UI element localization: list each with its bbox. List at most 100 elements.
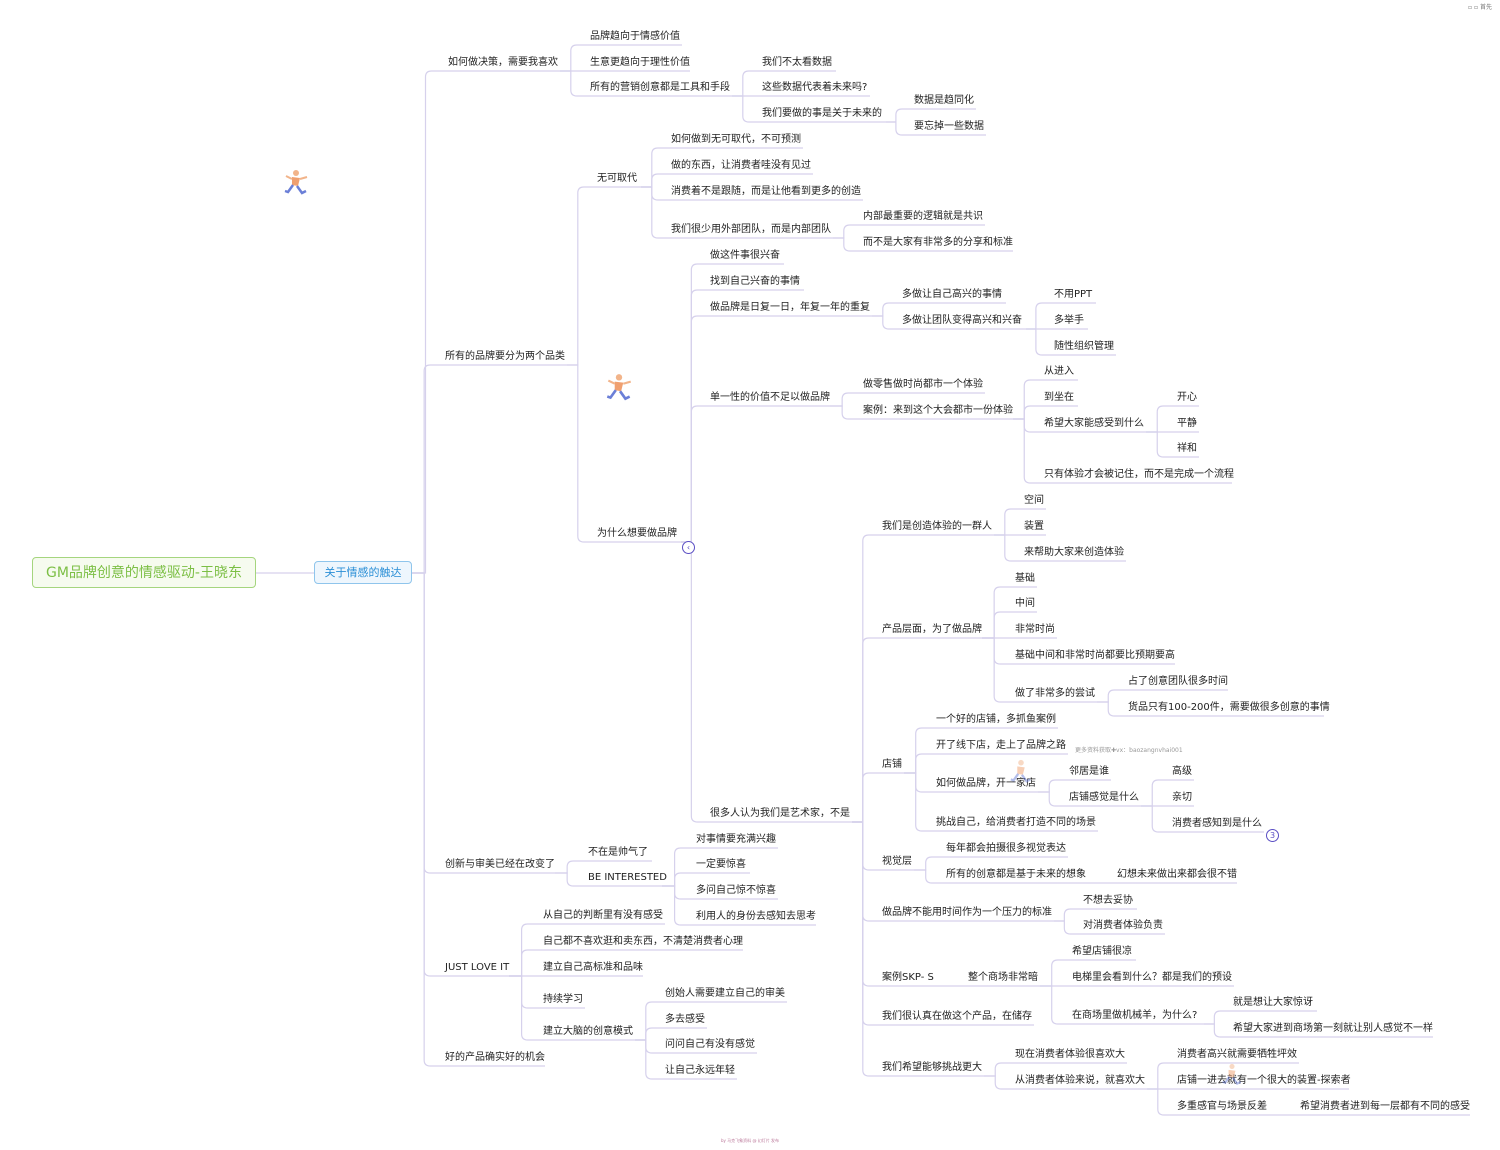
topic-e3c2c[interactable]: 消费者感知到是什么 (1172, 818, 1262, 829)
topic-d5b[interactable]: 多去感受 (665, 1014, 705, 1025)
topic-c1[interactable]: 不在是帅气了 (588, 847, 648, 858)
topic-a1[interactable]: 品牌趋向于情感价值 (590, 31, 680, 42)
topic-c2a[interactable]: 对事情要充满兴趣 (696, 834, 776, 845)
topic-e3c2a[interactable]: 高级 (1172, 766, 1192, 777)
topic-e1a[interactable]: 空间 (1024, 495, 1044, 506)
topic-e6[interactable]: 案例SKP- S (882, 972, 934, 983)
topic-e3a[interactable]: 一个好的店铺，多抓鱼案例 (936, 714, 1056, 725)
topic-e5b[interactable]: 对消费者体验负责 (1083, 920, 1163, 931)
topic-b1d1[interactable]: 内部最重要的逻辑就是共识 (863, 211, 983, 222)
topic-d3[interactable]: 建立自己高标准和品味 (543, 962, 643, 973)
topic-e1b[interactable]: 装置 (1024, 521, 1044, 532)
topic-e4b[interactable]: 所有的创意都是基于未来的想象 (946, 869, 1086, 880)
topic-a[interactable]: 如何做决策，需要我喜欢 (448, 57, 558, 68)
topic-e2e1[interactable]: 占了创意团队很多时间 (1128, 676, 1228, 687)
collapse-toggle-icon[interactable]: ‹ (682, 541, 695, 554)
topic-b1c[interactable]: 消费着不是跟随，而是让他看到更多的创造 (671, 186, 861, 197)
topic-e2e[interactable]: 做了非常多的尝试 (1015, 688, 1095, 699)
topic-c2b[interactable]: 一定要惊喜 (696, 859, 746, 870)
topic-e3c2b[interactable]: 亲切 (1172, 792, 1192, 803)
topic-e2c[interactable]: 非常时尚 (1015, 624, 1055, 635)
topic-e6a3b[interactable]: 希望大家进到商场第一刻就让别人感觉不一样 (1233, 1023, 1433, 1034)
topic-e3c[interactable]: 如何做品牌，开一家店 (936, 778, 1036, 789)
topic-e8b3[interactable]: 多重感官与场景反差 (1177, 1101, 1267, 1112)
topic-b2a[interactable]: 做这件事很兴奋 (710, 250, 780, 261)
topic-e6a3[interactable]: 在商场里做机械羊，为什么? (1072, 1010, 1198, 1021)
topic-d4[interactable]: 持续学习 (543, 994, 583, 1005)
topic-a3c[interactable]: 我们要做的事是关于未来的 (762, 108, 882, 119)
topic-e3[interactable]: 店铺 (882, 759, 902, 770)
topic-b2d2[interactable]: 案例：来到这个大会都市一份体验 (863, 405, 1013, 416)
main-topic[interactable]: 关于情感的触达 (314, 561, 412, 584)
topic-b2d2a[interactable]: 从进入 (1044, 366, 1074, 377)
topic-a3b[interactable]: 这些数据代表着未来吗? (762, 82, 868, 93)
topic-e3c2[interactable]: 店铺感觉是什么 (1069, 792, 1139, 803)
topic-e3c1[interactable]: 邻居是谁 (1069, 766, 1109, 777)
topic-b2b[interactable]: 找到自己兴奋的事情 (710, 276, 800, 287)
topic-e1c[interactable]: 来帮助大家来创造体验 (1024, 547, 1124, 558)
topic-e3b[interactable]: 开了线下店，走上了品牌之路 (936, 740, 1066, 751)
topic-a2[interactable]: 生意更趋向于理性价值 (590, 57, 690, 68)
topic-e1[interactable]: 我们是创造体验的一群人 (882, 521, 992, 532)
topic-e8a[interactable]: 现在消费者体验很喜欢大 (1015, 1049, 1125, 1060)
topic-e2b[interactable]: 中间 (1015, 598, 1035, 609)
topic-e5[interactable]: 做品牌不能用时间作为一个压力的标准 (882, 907, 1052, 918)
fullscreen-toggle[interactable]: ▫ ▫ 首先 (1468, 4, 1492, 11)
topic-b2c2b[interactable]: 多举手 (1054, 315, 1084, 326)
topic-b2d1[interactable]: 做零售做时尚都市一个体验 (863, 379, 983, 390)
topic-b2e[interactable]: 很多人认为我们是艺术家，不是 (710, 808, 850, 819)
topic-c2c[interactable]: 多问自己惊不惊喜 (696, 885, 776, 896)
topic-d1[interactable]: 从自己的判断里有没有感受 (543, 910, 663, 921)
topic-e4[interactable]: 视觉层 (882, 856, 912, 867)
topic-a3[interactable]: 所有的营销创意都是工具和手段 (590, 82, 730, 93)
topic-f[interactable]: 好的产品确实好的机会 (445, 1052, 545, 1063)
topic-e6a3a[interactable]: 就是想让大家惊讶 (1233, 997, 1313, 1008)
topic-e2a[interactable]: 基础 (1015, 573, 1035, 584)
topic-b2c2a[interactable]: 不用PPT (1054, 289, 1093, 300)
topic-c2[interactable]: BE INTERESTED (588, 872, 667, 883)
topic-a3c2[interactable]: 要忘掉一些数据 (914, 121, 984, 132)
topic-b2d2c2[interactable]: 平静 (1177, 418, 1197, 429)
topic-e4b1[interactable]: 幻想未来做出来都会很不错 (1117, 869, 1237, 880)
topic-b2[interactable]: 为什么想要做品牌 (597, 528, 677, 539)
topic-b2d[interactable]: 单一性的价值不足以做品牌 (710, 392, 830, 403)
topic-d5[interactable]: 建立大脑的创意模式 (543, 1026, 633, 1037)
topic-b1[interactable]: 无可取代 (597, 173, 637, 184)
topic-c[interactable]: 创新与审美已经在改变了 (445, 859, 555, 870)
topic-e6a1[interactable]: 希望店铺很凉 (1072, 946, 1132, 957)
topic-b2c2[interactable]: 多做让团队变得高兴和兴奋 (902, 315, 1022, 326)
topic-e8b1[interactable]: 消费者高兴就需要牺牲坪效 (1177, 1049, 1297, 1060)
root-topic[interactable]: GM品牌创意的情感驱动-王晓东 (32, 557, 256, 588)
topic-b[interactable]: 所有的品牌要分为两个品类 (445, 351, 565, 362)
topic-e2d[interactable]: 基础中间和非常时尚都要比预期要高 (1015, 650, 1175, 661)
topic-b2c2c[interactable]: 随性组织管理 (1054, 341, 1114, 352)
topic-e8b3a[interactable]: 希望消费者进到每一层都有不同的感受 (1300, 1101, 1470, 1112)
topic-b2d2c[interactable]: 希望大家能感受到什么 (1044, 418, 1144, 429)
topic-e2e2[interactable]: 货品只有100-200件，需要做很多创意的事情 (1128, 702, 1330, 713)
topic-d5d[interactable]: 让自己永远年轻 (665, 1065, 735, 1076)
topic-d5c[interactable]: 问问自己有没有感觉 (665, 1039, 755, 1050)
topic-a3a[interactable]: 我们不太看数据 (762, 57, 832, 68)
topic-b2c[interactable]: 做品牌是日复一日，年复一年的重复 (710, 302, 870, 313)
topic-b2d2d[interactable]: 只有体验才会被记住，而不是完成一个流程 (1044, 469, 1234, 480)
topic-b2d2b[interactable]: 到坐在 (1044, 392, 1074, 403)
topic-b1b[interactable]: 做的东西，让消费者哇没有见过 (671, 160, 811, 171)
topic-b2d2c3[interactable]: 祥和 (1177, 443, 1197, 454)
topic-b1d2[interactable]: 而不是大家有非常多的分享和标准 (863, 237, 1013, 248)
topic-e6a2[interactable]: 电梯里会看到什么？都是我们的预设 (1072, 972, 1232, 983)
topic-e8[interactable]: 我们希望能够挑战更大 (882, 1062, 982, 1073)
topic-b1d[interactable]: 我们很少用外部团队，而是内部团队 (671, 224, 831, 235)
topic-a3c1[interactable]: 数据是趋同化 (914, 95, 974, 106)
topic-e3d[interactable]: 挑战自己，给消费者打造不同的场景 (936, 817, 1096, 828)
topic-b2c1[interactable]: 多做让自己高兴的事情 (902, 289, 1002, 300)
topic-d[interactable]: JUST LOVE IT (445, 962, 510, 973)
topic-d2[interactable]: 自己都不喜欢逛和卖东西，不清楚消费者心理 (543, 936, 743, 947)
topic-e6a[interactable]: 整个商场非常暗 (968, 972, 1038, 983)
topic-e8b2[interactable]: 店铺一进去就有一个很大的装置-探索者 (1177, 1075, 1351, 1086)
topic-e5a[interactable]: 不想去妥协 (1083, 895, 1133, 906)
collapsed-count-badge[interactable]: 3 (1266, 829, 1279, 842)
topic-b1a[interactable]: 如何做到无可取代，不可预测 (671, 134, 801, 145)
topic-e8b[interactable]: 从消费者体验来说，就喜欢大 (1015, 1075, 1145, 1086)
topic-e7[interactable]: 我们很认真在做这个产品，在储存 (882, 1011, 1032, 1022)
topic-b2d2c1[interactable]: 开心 (1177, 392, 1197, 403)
